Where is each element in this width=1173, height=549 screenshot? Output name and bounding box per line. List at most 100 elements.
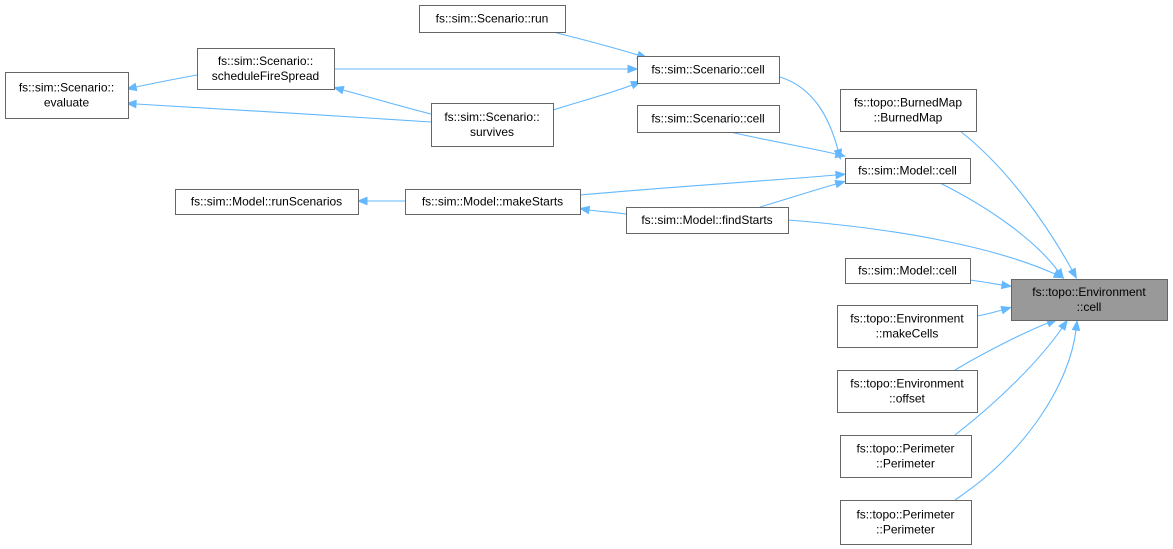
node-label: fs::sim::Model::makeStarts <box>422 195 563 209</box>
edge-line <box>579 174 837 196</box>
node-box <box>637 56 780 84</box>
edge-arrowhead <box>627 64 639 74</box>
node-box <box>845 158 971 184</box>
edge-findStarts-to-envCell <box>787 219 1065 279</box>
node-label: ::cell <box>1077 300 1102 314</box>
node-box <box>840 89 977 132</box>
edge-arrowhead <box>834 149 847 159</box>
node-box <box>197 48 335 90</box>
node-burnedMap[interactable]: fs::topo::BurnedMap::BurnedMap <box>840 89 977 132</box>
edge-makeStarts-to-modelCell1 <box>579 170 847 196</box>
node-survives[interactable]: fs::sim::Scenario::survives <box>431 103 554 147</box>
edge-line <box>552 31 639 56</box>
node-scheduleFireSpread[interactable]: fs::sim::Scenario::scheduleFireSpread <box>197 48 335 90</box>
node-label: fs::sim::Scenario::cell <box>651 112 764 126</box>
node-label: ::offset <box>889 392 925 406</box>
node-label: ::Perimeter <box>876 457 935 471</box>
node-label: fs::topo::Perimeter <box>856 508 954 522</box>
node-perimeter1[interactable]: fs::topo::Perimeter::Perimeter <box>840 435 972 478</box>
node-label: fs::sim::Model::findStarts <box>641 213 772 227</box>
edge-arrowhead <box>1052 269 1065 279</box>
node-label: evaluate <box>44 96 90 110</box>
edge-line <box>954 329 1077 501</box>
edge-line <box>939 182 1059 272</box>
node-label: ::Perimeter <box>876 523 935 537</box>
edge-line <box>759 183 837 208</box>
node-envCell[interactable]: fs::topo::Environment::cell <box>1011 279 1168 321</box>
edge-scenarioCell1-to-modelCell1 <box>779 76 843 160</box>
edge-arrowhead <box>578 205 591 215</box>
edge-survives-to-scenarioCell1 <box>552 81 642 111</box>
node-label: fs::sim::Scenario::cell <box>651 63 764 77</box>
edge-line <box>342 89 432 115</box>
edge-modelCell2-to-envCell <box>969 279 1013 290</box>
edge-line <box>969 279 1003 286</box>
node-label: survives <box>470 125 514 139</box>
node-run[interactable]: fs::sim::Scenario::run <box>419 5 566 33</box>
node-box <box>637 105 780 133</box>
edge-arrowhead <box>125 82 138 92</box>
edge-line <box>588 209 627 215</box>
edge-line <box>976 309 1003 317</box>
node-label: fs::topo::Environment <box>850 377 964 391</box>
edge-perimeter2-to-envCell <box>954 319 1081 501</box>
node-box <box>840 435 972 478</box>
call-graph-edges <box>125 31 1081 501</box>
node-label: fs::topo::Environment <box>850 312 964 326</box>
node-label: ::BurnedMap <box>874 111 943 125</box>
edge-arrowhead <box>1000 280 1013 290</box>
edge-arrowhead <box>356 196 368 206</box>
node-runScenarios[interactable]: fs::sim::Model::runScenarios <box>175 189 359 215</box>
node-offset[interactable]: fs::topo::Environment::offset <box>837 370 978 413</box>
node-scenarioCell1[interactable]: fs::sim::Scenario::cell <box>637 56 780 84</box>
node-label: fs::sim::Scenario:: <box>444 110 539 124</box>
edge-arrowhead <box>1058 319 1068 331</box>
node-evaluate[interactable]: fs::sim::Scenario::evaluate <box>5 72 129 119</box>
node-makeCells[interactable]: fs::topo::Environment::makeCells <box>837 305 978 348</box>
node-box <box>837 305 978 348</box>
edge-line <box>954 322 1049 371</box>
edge-line <box>954 327 1063 436</box>
edge-arrowhead <box>333 85 345 95</box>
edge-findStarts-to-modelCell1 <box>759 179 846 208</box>
edge-perimeter1-to-envCell <box>954 319 1068 436</box>
edge-arrowhead <box>835 170 847 180</box>
node-modelCell1[interactable]: fs::sim::Model::cell <box>845 158 971 184</box>
edge-arrowhead <box>1071 319 1081 332</box>
edge-scheduleFireSpread-to-evaluate <box>125 74 198 92</box>
node-box <box>405 189 581 215</box>
edge-run-to-scenarioCell1 <box>552 31 648 60</box>
edge-line <box>779 76 839 151</box>
node-perimeter2[interactable]: fs::topo::Perimeter::Perimeter <box>840 500 972 545</box>
edge-burnedMap-to-envCell <box>959 130 1077 280</box>
node-box <box>175 189 359 215</box>
node-findStarts[interactable]: fs::sim::Model::findStarts <box>626 207 789 234</box>
node-box <box>840 500 972 545</box>
edge-makeCells-to-envCell <box>976 305 1012 317</box>
call-graph-nodes: fs::sim::Scenario::runfs::sim::Scenario:… <box>5 5 1168 545</box>
edge-scheduleFireSpread-to-scenarioCell1 <box>334 64 639 74</box>
node-modelCell2[interactable]: fs::sim::Model::cell <box>845 258 971 284</box>
node-box <box>431 103 554 147</box>
edge-survives-to-scheduleFireSpread <box>333 85 432 115</box>
node-label: fs::sim::Model::runScenarios <box>191 195 342 209</box>
node-label: fs::sim::Scenario:: <box>19 81 114 95</box>
node-box <box>419 5 566 33</box>
edge-line <box>959 130 1073 271</box>
node-box <box>845 258 971 284</box>
edge-arrowhead <box>834 179 846 189</box>
edge-line <box>135 74 198 88</box>
node-label: fs::sim::Model::cell <box>858 164 957 178</box>
edge-arrowhead <box>1067 267 1077 280</box>
edge-line <box>729 131 837 155</box>
node-label: fs::sim::Scenario:: <box>218 54 313 68</box>
node-scenarioCell2[interactable]: fs::sim::Scenario::cell <box>637 105 780 133</box>
edge-arrowhead <box>1000 305 1012 315</box>
edge-line <box>552 84 633 111</box>
node-label: fs::sim::Model::cell <box>858 264 957 278</box>
node-label: fs::sim::Scenario::run <box>436 12 549 26</box>
node-makeStarts[interactable]: fs::sim::Model::makeStarts <box>405 189 581 215</box>
node-box <box>837 370 978 413</box>
edge-survives-to-evaluate <box>125 99 432 123</box>
